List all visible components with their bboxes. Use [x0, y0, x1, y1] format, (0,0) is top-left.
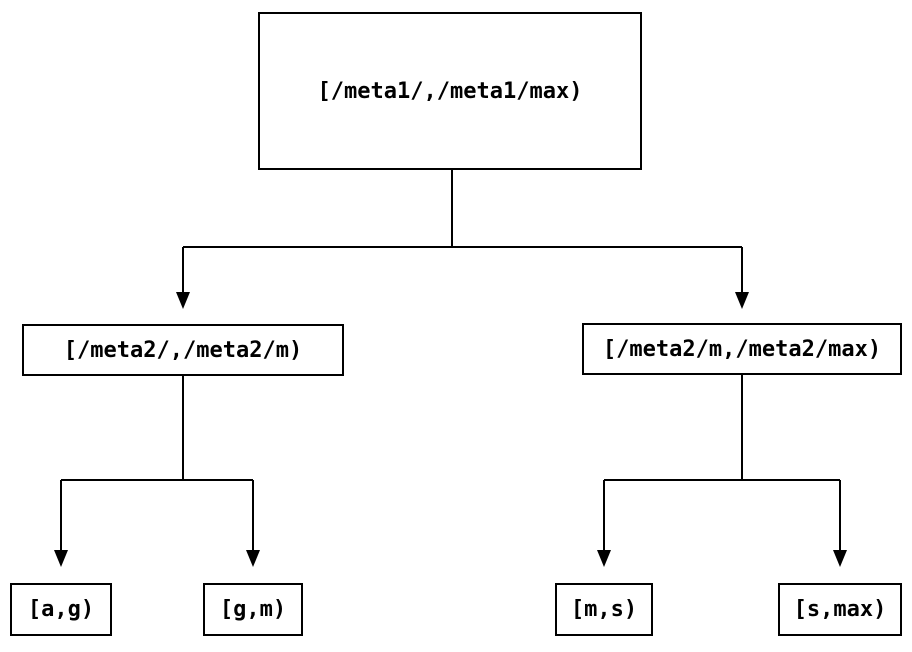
node-leaf-gm: [g,m)	[203, 583, 303, 636]
node-root-label: [/meta1/,/meta1/max)	[317, 78, 583, 104]
arrowhead-to-leaf-smax	[833, 550, 847, 567]
connector-root-to-children	[182, 170, 743, 292]
arrowhead-to-right-node	[735, 292, 749, 309]
node-leaf-ag-label: [a,g)	[27, 597, 95, 622]
node-leaf-smax: [s,max)	[778, 583, 902, 636]
node-left-child-label: [/meta2/,/meta2/m)	[63, 337, 303, 363]
arrowhead-to-leaf-gm	[246, 550, 260, 567]
arrowhead-to-left-node	[176, 292, 190, 309]
node-right-child: [/meta2/m,/meta2/max)	[582, 323, 902, 375]
arrowhead-to-leaf-ag	[54, 550, 68, 567]
node-root: [/meta1/,/meta1/max)	[258, 12, 642, 170]
node-leaf-ms-label: [m,s)	[570, 597, 638, 622]
arrowhead-to-leaf-ms	[597, 550, 611, 567]
node-leaf-gm-label: [g,m)	[219, 597, 287, 622]
connector-right-to-leaves	[603, 375, 841, 550]
node-right-child-label: [/meta2/m,/meta2/max)	[602, 336, 882, 362]
connector-left-to-leaves	[60, 376, 254, 550]
node-leaf-ms: [m,s)	[555, 583, 653, 636]
node-leaf-ag: [a,g)	[10, 583, 112, 636]
node-left-child: [/meta2/,/meta2/m)	[22, 324, 344, 376]
node-leaf-smax-label: [s,max)	[793, 597, 887, 622]
